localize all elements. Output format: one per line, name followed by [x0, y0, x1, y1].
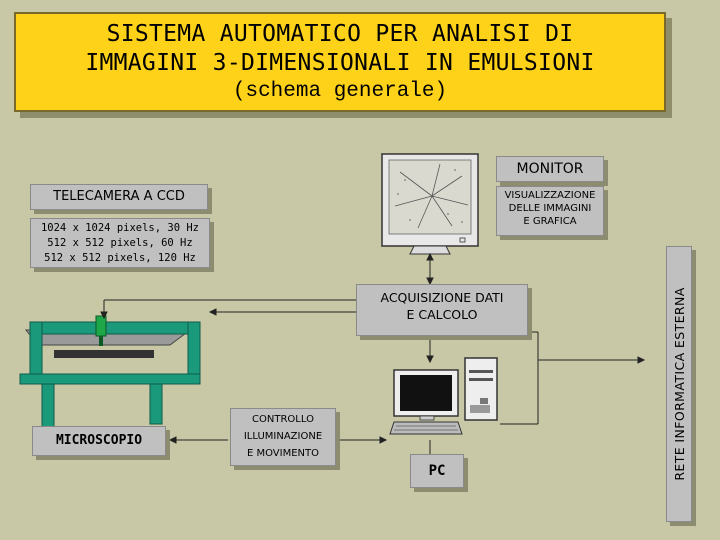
acquisition-box: ACQUISIZIONE DATI E CALCOLO — [356, 284, 528, 336]
connector-lines — [100, 252, 646, 454]
monitor-description: VISUALIZZAZIONE DELLE IMMAGINI E GRAFICA — [496, 186, 604, 236]
camera-label: TELECAMERA A CCD — [30, 184, 208, 210]
control-box: CONTROLLO ILLUMINAZIONE E MOVIMENTO — [230, 408, 336, 466]
pc-label: PC — [410, 454, 464, 488]
network-label: RETE INFORMATICA ESTERNA — [672, 287, 687, 481]
monitor-label: MONITOR — [496, 156, 604, 182]
title-line-3: (schema generale) — [232, 80, 448, 103]
title-line-1: SISTEMA AUTOMATICO PER ANALISI DI — [106, 21, 574, 47]
title-box: SISTEMA AUTOMATICO PER ANALISI DI IMMAGI… — [14, 12, 666, 112]
microscope-icon — [19, 315, 201, 431]
camera-specs: 1024 x 1024 pixels, 30 Hz 512 x 512 pixe… — [30, 218, 210, 268]
network-box: RETE INFORMATICA ESTERNA — [666, 246, 692, 522]
monitor-icon — [381, 153, 479, 255]
title-line-2: IMMAGINI 3-DIMENSIONALI IN EMULSIONI — [85, 50, 595, 76]
microscope-label: MICROSCOPIO — [32, 426, 166, 456]
pc-icon — [389, 357, 498, 435]
